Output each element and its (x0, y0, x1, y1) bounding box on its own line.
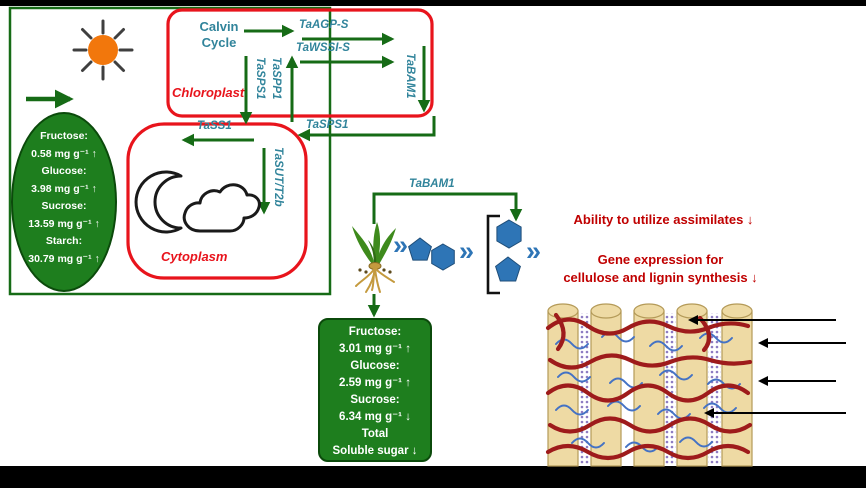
calvin-cycle-label-line2: Cycle (201, 35, 237, 50)
plant-icon (352, 222, 396, 293)
stat-line: 3.01 mg g⁻¹ ↑ (339, 343, 411, 355)
effect-line: Gene expression for (597, 252, 724, 267)
gene-label-tabam1: TaBAM1 (409, 178, 455, 190)
gene-label-tasps1: TaSPS1 (306, 119, 349, 131)
calvin-cycle-label-line1: Calvin (199, 19, 239, 34)
stat-line: Sucrose: (41, 200, 87, 212)
source-leaf-box (8, 6, 332, 296)
pentagon-sugar-icon (408, 237, 432, 261)
chevron-icon: » (393, 230, 409, 260)
stat-line: 2.59 mg g⁻¹ ↑ (339, 377, 411, 389)
moon-icon (134, 170, 183, 234)
stat-line: Starch: (45, 235, 83, 247)
stat-line: 30.79 mg g⁻¹ ↑ (28, 252, 100, 265)
stat-line: Glucose: (350, 360, 400, 372)
chloroplast-label: Chloroplast (172, 85, 245, 100)
stat-line: 3.98 mg g⁻¹ ↑ (31, 182, 97, 195)
chevron-icon: » (526, 236, 542, 266)
sink-sugar-stats: Fructose: 3.01 mg g⁻¹ ↑ Glucose: 2.59 mg… (318, 318, 432, 462)
arrow-sps-to-cytoplasm (297, 116, 436, 142)
stat-line: Soluble sugar ↓ (332, 445, 418, 457)
leaf-sugar-stats: Fructose: 0.58 mg g⁻¹ ↑ Glucose: 3.98 mg… (11, 112, 117, 292)
chevron-icon: » (459, 236, 475, 266)
gene-label-tabam1-vertical: TaBAM1 (404, 53, 416, 99)
stat-line: 0.58 mg g⁻¹ ↑ (31, 147, 97, 160)
top-black-bar (0, 0, 866, 6)
effect-line: cellulose and lignin synthesis ↓ (563, 270, 758, 285)
cytoplasm-box (126, 122, 308, 280)
gene-label-tasps1-vertical: TaSPS1 (254, 57, 266, 100)
gene-label-tawssi-s: TaWSSI-S (296, 42, 350, 54)
gene-label-taspp1-vertical: TaSPP1 (270, 57, 282, 100)
effect-gene-expression: Gene expression for cellulose and lignin… (543, 251, 778, 287)
stat-line: 6.34 mg g⁻¹ ↓ (339, 411, 411, 423)
cell-wall-figure (545, 303, 846, 467)
hexagon-sugar-icon (496, 219, 522, 249)
hexose-pool-icons (495, 219, 522, 282)
stat-line: 13.59 mg g⁻¹ ↑ (28, 217, 100, 230)
cytoplasm-label: Cytoplasm (161, 249, 228, 264)
stat-line: Total (361, 428, 389, 440)
arrow-bam-to-sink (372, 192, 523, 224)
effect-assimilates: Ability to utilize assimilates ↓ (573, 212, 754, 227)
stat-line: Sucrose: (350, 394, 400, 406)
hexagon-sugar-icon (431, 243, 455, 271)
gene-label-tass1: TaSS1 (197, 120, 232, 132)
pentagon-sugar-icon (495, 256, 521, 282)
left-bracket (486, 214, 500, 295)
gene-label-tasut: TaSUT/T2b (272, 147, 284, 207)
sucrose-molecule-icon (408, 237, 455, 271)
chloroplast-box (166, 8, 434, 118)
bottom-black-bar (0, 466, 866, 488)
gene-label-taagp-s: TaAGP-S (299, 19, 349, 31)
sun-icon (72, 19, 134, 81)
annotation-arrows (688, 315, 846, 418)
stat-line: Fructose: (348, 326, 402, 338)
stat-line: Fructose: (40, 130, 88, 142)
cloud-icon (182, 183, 261, 233)
stat-line: Glucose: (41, 165, 87, 177)
